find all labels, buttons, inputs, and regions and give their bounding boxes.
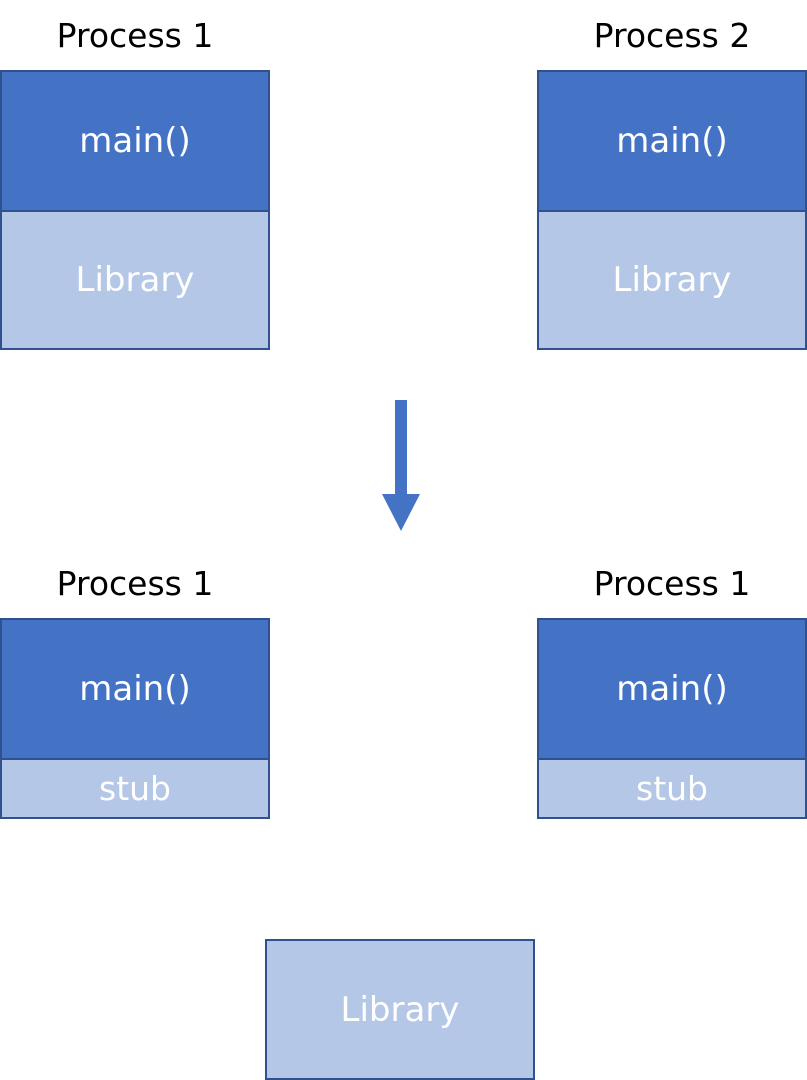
bottom-left-main-block: main(): [0, 618, 270, 760]
process-2-main-block: main(): [537, 70, 807, 212]
process-1-library-block: Library: [0, 210, 270, 350]
process-1-title-top: Process 1: [56, 16, 214, 55]
process-2-library-block: Library: [537, 210, 807, 350]
process-1-main-block-top: main(): [0, 70, 270, 212]
process-1-title-bottom-left: Process 1: [56, 564, 214, 603]
shared-library-block: Library: [265, 939, 535, 1080]
bottom-right-stub-block: stub: [537, 758, 807, 819]
down-arrow-icon: [382, 400, 420, 531]
bottom-right-main-block: main(): [537, 618, 807, 760]
process-1-title-bottom-right: Process 1: [593, 564, 751, 603]
process-2-title: Process 2: [593, 16, 751, 55]
bottom-left-stub-block: stub: [0, 758, 270, 819]
